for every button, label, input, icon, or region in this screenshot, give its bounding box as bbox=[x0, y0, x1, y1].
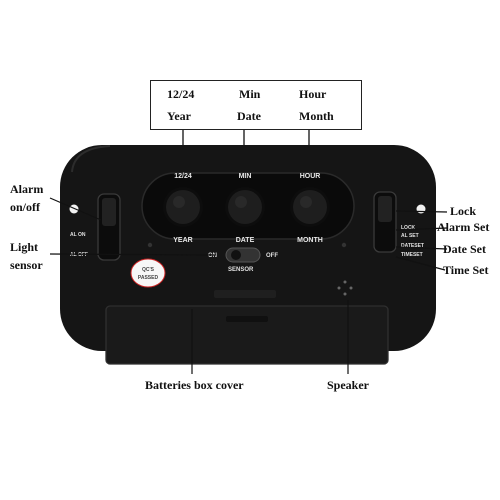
callout-lock: Lock bbox=[450, 204, 477, 218]
callout-alarm-set: Alarm Set bbox=[437, 220, 490, 234]
body-highlight bbox=[71, 145, 111, 173]
speaker-grille bbox=[337, 280, 353, 296]
legend-hour: Hour bbox=[299, 87, 327, 101]
print-date: DATE bbox=[236, 237, 255, 244]
leader-alarm bbox=[49, 197, 102, 221]
callout-date-set: Date Set bbox=[443, 242, 486, 256]
button-12-24 bbox=[163, 187, 203, 227]
print-year: YEAR bbox=[173, 237, 192, 244]
indicator-dot-left bbox=[147, 242, 153, 248]
print-sensor: SENSOR bbox=[228, 267, 254, 273]
legend-year: Year bbox=[167, 109, 191, 123]
print-sensor-on: ON bbox=[208, 253, 217, 259]
callout-alarm-on-off: Alarm on/off bbox=[10, 182, 44, 214]
callout-time-set: Time Set bbox=[443, 263, 489, 277]
set-switch-slider bbox=[378, 196, 392, 222]
print-lock: LOCK bbox=[401, 225, 416, 231]
print-al-set: AL SET bbox=[401, 233, 419, 239]
button-legend-box: 12/24 Min Hour Year Date Month bbox=[150, 80, 362, 130]
legend-month: Month bbox=[299, 109, 334, 123]
callout-batteries-box-cover: Batteries box cover bbox=[145, 378, 244, 392]
print-al-off: AL OFF bbox=[70, 252, 88, 258]
print-12-24: 12/24 bbox=[174, 173, 192, 180]
print-month: MONTH bbox=[297, 237, 323, 244]
leader-alarm-set bbox=[395, 227, 448, 231]
print-passed: PASSED bbox=[138, 275, 159, 281]
leader-date-set bbox=[395, 246, 448, 250]
print-sensor-off: OFF bbox=[266, 253, 278, 259]
leader-lock bbox=[395, 210, 448, 213]
leader-light-sensor bbox=[49, 253, 217, 256]
battery-cover-latch bbox=[226, 316, 268, 322]
leader-time-set bbox=[395, 256, 446, 271]
alarm-switch-slider bbox=[102, 198, 116, 226]
sensor-switch-knob bbox=[231, 250, 241, 260]
button-min-date bbox=[225, 187, 265, 227]
legend-12-24: 12/24 bbox=[167, 87, 195, 101]
battery-cover bbox=[105, 305, 389, 365]
callout-light-sensor: Light sensor bbox=[10, 240, 43, 272]
callout-speaker: Speaker bbox=[327, 378, 369, 392]
print-hour: HOUR bbox=[300, 173, 321, 180]
print-timeset: TIMESET bbox=[401, 252, 423, 258]
print-al-on: AL ON bbox=[70, 232, 86, 238]
legend-min: Min bbox=[239, 87, 261, 101]
print-min: MIN bbox=[239, 173, 252, 180]
qc-sticker bbox=[130, 258, 166, 288]
button-hour-month bbox=[290, 187, 330, 227]
print-dateset: DATESET bbox=[401, 243, 424, 249]
legend-date: Date bbox=[237, 109, 261, 123]
embossed-mark bbox=[214, 290, 276, 298]
indicator-dot-right bbox=[341, 242, 347, 248]
print-qc: QC'S bbox=[142, 267, 155, 273]
